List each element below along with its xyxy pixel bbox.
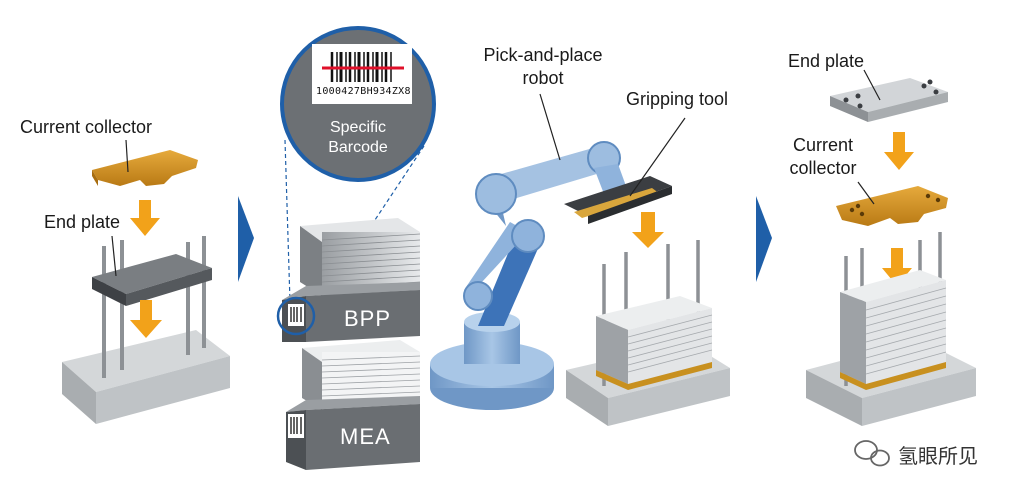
specific-barcode-label: Specific Barcode (316, 118, 400, 158)
robot-label: Pick-and-place robot (478, 44, 608, 90)
barcode-magnifier (280, 26, 436, 182)
barcode-icon (288, 304, 304, 438)
down-arrow-icon (632, 212, 664, 248)
end-plate-label-right: End plate (788, 51, 865, 71)
step4-assembly (806, 78, 976, 426)
current-collector-line2: collector (789, 158, 857, 178)
end-plate-shape (830, 78, 948, 122)
cell-stack (840, 270, 947, 390)
current-collector-shape (92, 150, 198, 186)
down-arrow-icon (884, 132, 914, 170)
specific-barcode-line2: Barcode (328, 139, 388, 156)
current-collector-label-right: Current collector (780, 134, 866, 180)
robot-label-line2: robot (522, 68, 564, 88)
down-arrow-icon (130, 200, 162, 338)
specific-barcode-line1: Specific (329, 119, 387, 136)
bpp-label: BPP (344, 306, 392, 331)
watermark-text: 氢眼所见 (898, 444, 978, 468)
end-plate-label: End plate (44, 212, 121, 232)
barcode-number: 1000427BH934ZX8 (316, 86, 411, 97)
robot-label-line1: Pick-and-place (483, 45, 603, 65)
label-leader-lines (111, 69, 881, 277)
barcode-highlight-circle (276, 296, 316, 336)
robot-arm (463, 141, 626, 326)
step2-components (276, 26, 436, 470)
current-collector-label: Current collector (20, 117, 153, 137)
step3-robot-scene (430, 141, 730, 426)
chevron-right-icon (756, 196, 772, 282)
step1-assembly (62, 150, 230, 424)
gripping-tool-shape (564, 176, 672, 224)
end-plate-shape (92, 254, 212, 306)
cell-stack (596, 296, 713, 390)
current-collector-shape (836, 186, 948, 226)
gripping-tool-label: Gripping tool (626, 89, 729, 109)
current-collector-line1: Current (792, 135, 854, 155)
chevron-right-icon (238, 196, 254, 282)
mea-label: MEA (340, 424, 391, 449)
robot-base (430, 312, 554, 410)
wechat-icon (854, 440, 890, 467)
